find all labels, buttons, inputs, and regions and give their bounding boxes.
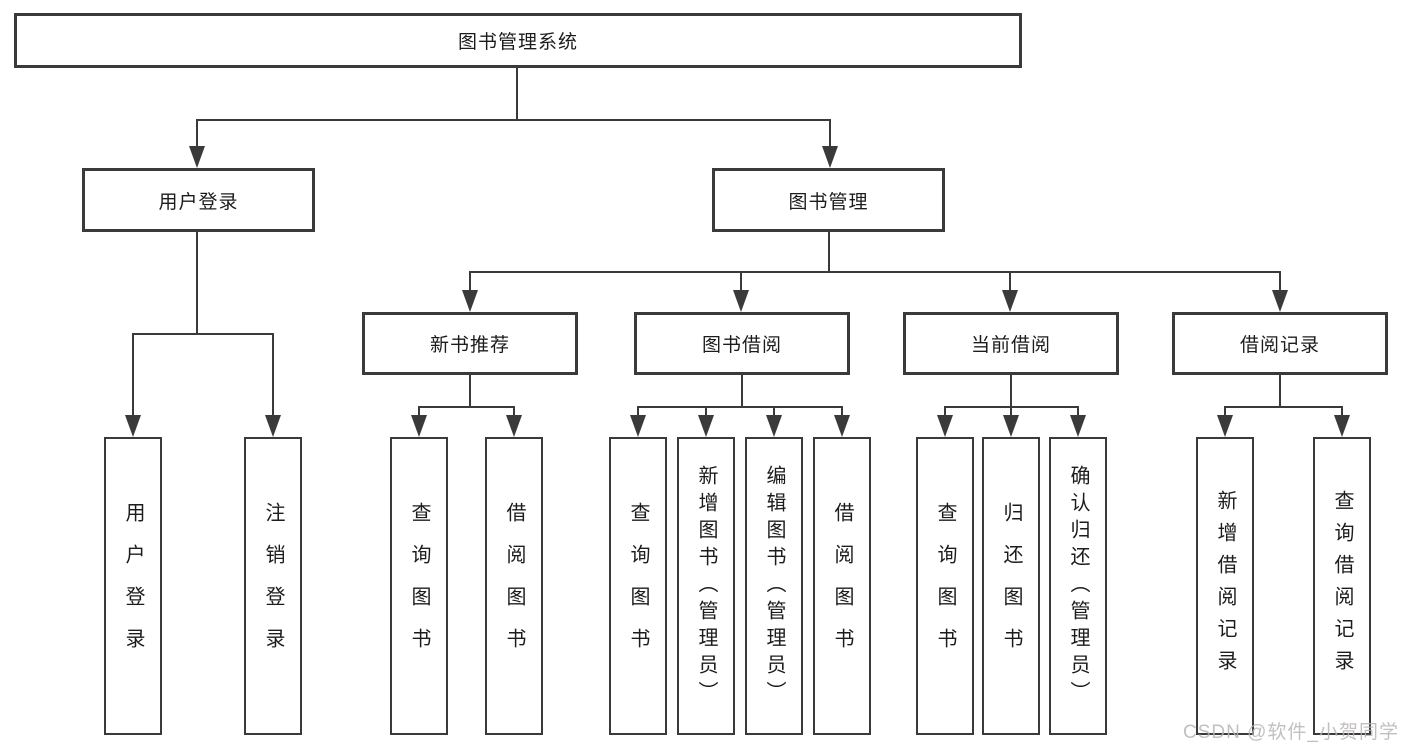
drop-line: [1224, 406, 1226, 418]
new-book-split-line: [418, 406, 515, 408]
node-label: 新增图书（管理员）: [695, 464, 717, 708]
node-new-book-recommend: 新书推荐: [362, 312, 578, 375]
drop-line: [944, 406, 946, 418]
book-mgmt-stem-line: [828, 232, 830, 273]
node-add-books-admin: 新增图书（管理员）: [677, 437, 735, 735]
drop-line-user-login: [196, 119, 198, 150]
node-label: 查询图书: [627, 502, 649, 670]
arrow-down-icon: [698, 415, 714, 437]
node-label: 查询图书: [408, 502, 430, 670]
drop-line: [1077, 406, 1079, 418]
node-query-books-recommend: 查询图书: [390, 437, 448, 735]
borrowing-split-line: [637, 406, 843, 408]
node-label: 新增借阅记录: [1214, 490, 1236, 682]
node-add-borrow-record: 新增借阅记录: [1196, 437, 1254, 735]
drop-line: [841, 406, 843, 418]
new-book-stem-line: [469, 375, 471, 408]
arrow-down-icon: [1003, 415, 1019, 437]
current-stem-line: [1010, 375, 1012, 408]
drop-line: [773, 406, 775, 418]
node-logout: 注销登录: [244, 437, 302, 735]
arrow-down-icon: [766, 415, 782, 437]
node-borrowing-records: 借阅记录: [1172, 312, 1388, 375]
arrow-down-icon: [1217, 415, 1233, 437]
node-query-books-borrowing: 查询图书: [609, 437, 667, 735]
node-label: 借阅图书: [831, 502, 853, 670]
records-split-line: [1224, 406, 1342, 408]
node-return-books: 归还图书: [982, 437, 1040, 735]
arrow-down-icon: [265, 415, 281, 437]
node-label: 注销登录: [262, 502, 284, 670]
node-label: 归还图书: [1000, 502, 1022, 670]
drop-line: [637, 406, 639, 418]
borrowing-stem-line: [741, 375, 743, 408]
arrow-down-icon: [1070, 415, 1086, 437]
node-label: 借阅图书: [503, 502, 525, 670]
node-label: 图书管理系统: [457, 32, 578, 53]
drop-line-current: [1009, 271, 1011, 293]
drop-line: [418, 406, 420, 418]
user-login-stem-line: [196, 232, 198, 335]
arrow-down-icon: [1334, 415, 1350, 437]
arrow-down-icon: [1272, 290, 1288, 312]
drop-line-records: [1279, 271, 1281, 293]
drop-line-login: [132, 333, 134, 416]
arrow-down-icon: [630, 415, 646, 437]
drop-line-book-mgmt: [829, 119, 831, 150]
node-query-borrow-record: 查询借阅记录: [1313, 437, 1371, 735]
drop-line: [1010, 406, 1012, 418]
arrow-down-icon: [733, 290, 749, 312]
node-label: 编辑图书（管理员）: [763, 464, 785, 708]
node-label: 用户登录: [158, 191, 239, 213]
node-query-books-current: 查询图书: [916, 437, 974, 735]
arrow-down-icon: [189, 146, 205, 168]
node-book-borrowing: 图书借阅: [634, 312, 850, 375]
book-mgmt-split-line: [469, 271, 1281, 273]
arrow-down-icon: [834, 415, 850, 437]
arrow-down-icon: [462, 290, 478, 312]
node-user-login-branch: 用户登录: [82, 168, 315, 232]
csdn-watermark: CSDN @软件_小贺同学: [1183, 722, 1399, 743]
node-label: 图书管理: [788, 191, 869, 213]
drop-line: [1341, 406, 1343, 418]
records-stem-line: [1279, 375, 1281, 408]
node-label: 新书推荐: [429, 335, 510, 356]
drop-line: [705, 406, 707, 418]
node-user-login-leaf: 用户登录: [104, 437, 162, 735]
root-stem-line: [516, 68, 518, 120]
node-label: 确认归还（管理员）: [1067, 464, 1089, 708]
user-login-split-line: [132, 333, 274, 335]
arrow-down-icon: [822, 146, 838, 168]
node-label: 用户登录: [122, 502, 144, 670]
node-edit-books-admin: 编辑图书（管理员）: [745, 437, 803, 735]
node-current-borrowing: 当前借阅: [903, 312, 1119, 375]
drop-line-logout: [272, 333, 274, 416]
arrow-down-icon: [411, 415, 427, 437]
node-library-system: 图书管理系统: [14, 13, 1022, 68]
root-split-line: [196, 119, 831, 121]
arrow-down-icon: [1002, 290, 1018, 312]
node-confirm-return-admin: 确认归还（管理员）: [1049, 437, 1107, 735]
arrow-down-icon: [506, 415, 522, 437]
node-label: 查询借阅记录: [1331, 490, 1353, 682]
drop-line-new-book: [469, 271, 471, 293]
node-borrow-books-borrowing: 借阅图书: [813, 437, 871, 735]
node-book-management: 图书管理: [712, 168, 945, 232]
node-borrow-books-recommend: 借阅图书: [485, 437, 543, 735]
node-label: 当前借阅: [970, 335, 1051, 356]
drop-line-borrowing: [740, 271, 742, 293]
node-label: 查询图书: [934, 502, 956, 670]
arrow-down-icon: [937, 415, 953, 437]
node-label: 图书借阅: [701, 335, 782, 356]
node-label: 借阅记录: [1239, 335, 1320, 356]
arrow-down-icon: [125, 415, 141, 437]
drop-line: [513, 406, 515, 418]
